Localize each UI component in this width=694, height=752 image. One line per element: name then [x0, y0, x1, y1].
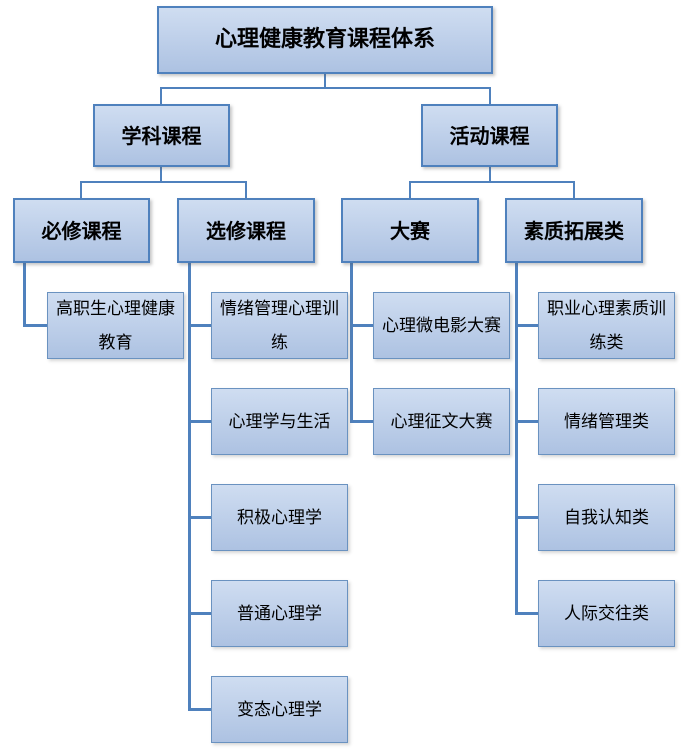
connector: [188, 324, 211, 327]
connector: [515, 516, 538, 519]
leaf-emotion-management-training: 情绪管理心理训练: [211, 292, 348, 359]
node-quality-expansion: 素质拓展类: [505, 198, 643, 263]
leaf-essay-competition: 心理征文大赛: [373, 388, 510, 455]
connector: [409, 181, 411, 198]
connector: [573, 181, 575, 198]
leaf-general-psychology: 普通心理学: [211, 580, 348, 647]
connector: [23, 263, 26, 327]
connector: [188, 420, 211, 423]
leaf-abnormal-psychology: 变态心理学: [211, 676, 348, 743]
connector: [350, 420, 373, 423]
connector: [160, 167, 162, 183]
leaf-self-cognition: 自我认知类: [538, 484, 675, 551]
connector: [188, 516, 211, 519]
connector: [188, 612, 211, 615]
node-competitions: 大赛: [341, 198, 479, 263]
connector: [515, 263, 518, 615]
connector: [245, 181, 247, 198]
node-subject-courses: 学科课程: [93, 104, 230, 167]
connector: [23, 324, 47, 327]
leaf-positive-psychology: 积极心理学: [211, 484, 348, 551]
leaf-vocational-psych-quality-training: 职业心理素质训练类: [538, 292, 675, 359]
node-activity-courses: 活动课程: [421, 104, 558, 167]
connector: [188, 708, 211, 711]
connector: [489, 87, 491, 104]
connector: [80, 181, 82, 198]
connector: [80, 181, 247, 183]
connector: [515, 612, 538, 615]
connector: [350, 263, 353, 423]
leaf-psychology-and-life: 心理学与生活: [211, 388, 348, 455]
connector: [409, 181, 575, 183]
connector: [489, 167, 491, 183]
connector: [160, 87, 162, 104]
leaf-micro-film-competition: 心理微电影大赛: [373, 292, 510, 359]
connector: [515, 324, 538, 327]
connector: [324, 74, 326, 88]
node-required-courses: 必修课程: [13, 198, 150, 263]
connector: [160, 87, 491, 89]
connector: [188, 263, 191, 711]
leaf-interpersonal-communication: 人际交往类: [538, 580, 675, 647]
connector: [515, 420, 538, 423]
node-elective-courses: 选修课程: [177, 198, 315, 263]
leaf-emotion-management: 情绪管理类: [538, 388, 675, 455]
leaf-vocational-mental-health-education: 高职生心理健康教育: [47, 292, 184, 359]
node-root: 心理健康教育课程体系: [157, 6, 493, 74]
connector: [350, 324, 373, 327]
